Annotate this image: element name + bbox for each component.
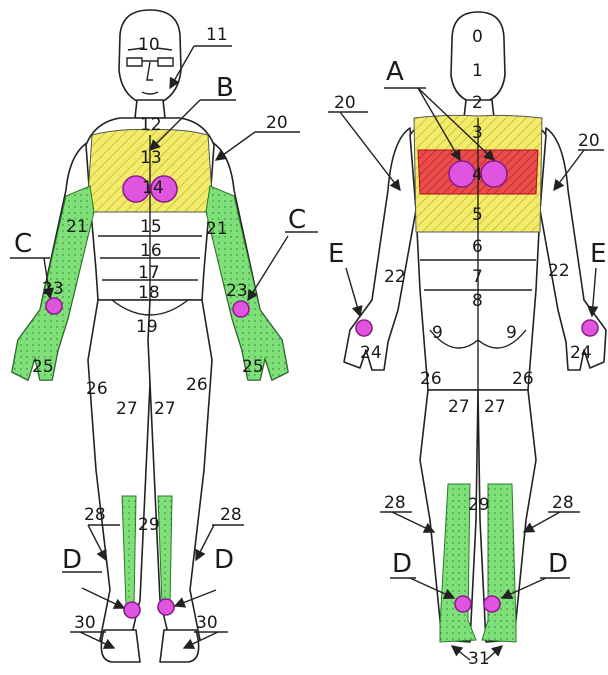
label-23-right: 23 [226,281,248,301]
label-28-front-left: 28 [84,505,106,525]
label-6: 6 [472,237,483,257]
arrow-28-back-left [392,512,434,532]
label-7: 7 [472,267,483,287]
arrow-28-back-right [524,512,560,532]
arrow-20-front [216,132,255,160]
point-D-front-left-ankle [124,602,140,618]
label-C-right: C [288,205,306,235]
arrow-E-right [592,268,596,316]
front-right-leg [148,300,212,650]
label-D-front-right: D [214,545,234,575]
arrow-E-left [346,268,360,316]
label-15: 15 [140,217,162,237]
front-right-foot [160,630,199,662]
label-26-back-left: 26 [420,369,442,389]
label-14: 14 [142,178,164,198]
label-12: 12 [140,115,162,135]
label-27-front-left: 27 [116,399,138,419]
point-D-back-right-ankle [484,596,500,612]
label-9-left: 9 [432,323,443,343]
label-28-back-left: 28 [384,493,406,513]
back-head [451,12,505,104]
front-left-leg [88,300,152,650]
label-E-right: E [590,239,606,269]
label-3: 3 [472,123,483,143]
label-11: 11 [206,25,228,45]
label-20-back-right: 20 [578,131,600,151]
label-27-back-left: 27 [448,397,470,417]
label-D-front-left: D [62,545,82,575]
arrow-28-front-right [196,525,214,560]
point-D-back-left-ankle [455,596,471,612]
point-E-left-wrist [356,320,372,336]
point-E-right-wrist [582,320,598,336]
label-28-front-right: 28 [220,505,242,525]
label-21-left: 21 [66,217,88,237]
point-C-right-wrist [233,301,249,317]
label-26-front-right: 26 [186,375,208,395]
label-10: 10 [138,35,160,55]
label-16: 16 [140,241,162,261]
label-23-left: 23 [42,279,64,299]
arrow-20-back-left [340,112,400,190]
label-17: 17 [138,263,160,283]
label-A: A [386,57,404,87]
arrow-C-right [248,236,288,300]
label-27-front-right: 27 [154,399,176,419]
label-18: 18 [138,283,160,303]
label-8: 8 [472,291,483,311]
label-D-back-left: D [392,549,412,579]
label-2: 2 [472,93,483,113]
label-24-right: 24 [570,343,592,363]
label-20-back-left: 20 [334,93,356,113]
label-E-left: E [328,239,344,269]
label-5: 5 [472,205,483,225]
label-25-left: 25 [32,357,54,377]
label-31: 31 [468,649,490,669]
label-9-right: 9 [506,323,517,343]
label-26-front-left: 26 [86,379,108,399]
label-13: 13 [140,148,162,168]
label-1: 1 [472,61,483,81]
label-0: 0 [472,27,483,47]
label-26-back-right: 26 [512,369,534,389]
label-4: 4 [472,165,483,185]
label-21-right: 21 [206,219,228,239]
label-29-back: 29 [468,495,490,515]
label-25-right: 25 [242,357,264,377]
point-D-front-right-ankle [158,599,174,615]
front-left-foot [101,630,140,662]
label-30-right: 30 [196,613,218,633]
label-29-front: 29 [138,515,160,535]
label-30-left: 30 [74,613,96,633]
point-C-left-wrist [46,298,62,314]
label-27-back-right: 27 [484,397,506,417]
label-D-back-right: D [548,549,568,579]
label-24-left: 24 [360,343,382,363]
label-22-left: 22 [384,267,406,287]
label-20-front: 20 [266,113,288,133]
label-28-back-right: 28 [552,493,574,513]
back-point-right [481,161,507,187]
label-19: 19 [136,317,158,337]
label-22-right: 22 [548,261,570,281]
label-C-left: C [14,229,32,259]
label-B: B [216,73,234,103]
